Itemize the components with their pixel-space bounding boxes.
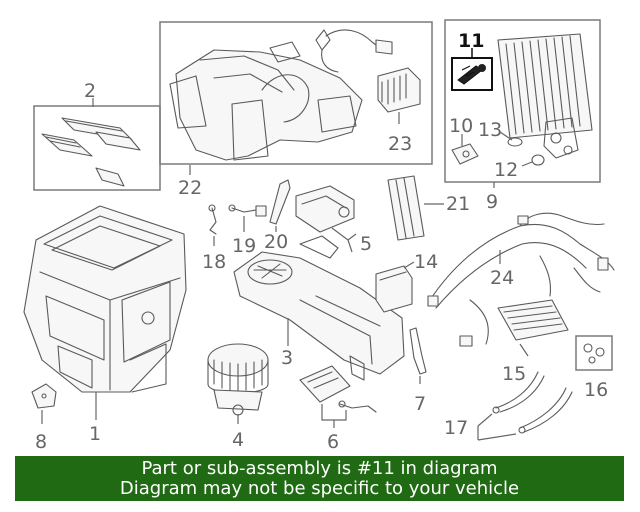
callout-11[interactable]: 11 (458, 30, 484, 52)
part-7-drain-tube (409, 327, 427, 375)
callout-21[interactable]: 21 (446, 193, 470, 215)
blower-resistor (377, 67, 421, 113)
upper-distribution-housing (169, 41, 363, 161)
callout-1[interactable]: 1 (89, 423, 101, 445)
callout-24[interactable]: 24 (490, 267, 514, 289)
callout-10[interactable]: 10 (449, 115, 473, 137)
evaporator-core (497, 33, 593, 159)
part-22-frame (159, 21, 433, 165)
callout-9[interactable]: 9 (486, 191, 498, 213)
expansion-valve-parts (451, 137, 545, 166)
callout-15[interactable]: 15 (502, 363, 526, 385)
part-21-filter (387, 175, 425, 241)
callout-22[interactable]: 22 (178, 177, 202, 199)
callout-2[interactable]: 2 (84, 80, 96, 102)
callout-20[interactable]: 20 (264, 231, 288, 253)
part-18-clip (208, 204, 217, 235)
callout-23[interactable]: 23 (388, 133, 412, 155)
callout-6[interactable]: 6 (327, 431, 339, 453)
part-16-frame (575, 335, 613, 371)
part-11-sensor (457, 64, 486, 85)
callout-19[interactable]: 19 (232, 235, 256, 257)
callout-4[interactable]: 4 (232, 429, 244, 451)
callout-3[interactable]: 3 (281, 347, 293, 369)
part-17-hoses (492, 371, 573, 434)
part-14-control-module (375, 265, 413, 313)
part-3-lower-housing (233, 251, 405, 381)
banner-line-2: Diagram may not be specific to your vehi… (119, 477, 520, 499)
cabin-filter-parts (41, 117, 141, 187)
part-1-hvac-housing (23, 205, 187, 393)
part-19-sensor (228, 204, 267, 217)
part-2-frame (33, 105, 161, 191)
part-8-seal (31, 383, 57, 409)
info-banner: Part or sub-assembly is #11 in diagram D… (15, 456, 624, 501)
callout-14[interactable]: 14 (414, 251, 438, 273)
callout-5[interactable]: 5 (360, 233, 372, 255)
callout-13[interactable]: 13 (478, 119, 502, 141)
callout-12[interactable]: 12 (494, 159, 518, 181)
wiring-with-connectors (315, 29, 393, 73)
banner-line-1: Part or sub-assembly is #11 in diagram (141, 457, 498, 479)
callout-18[interactable]: 18 (202, 251, 226, 273)
part-15-heater-core (497, 299, 569, 341)
part-9-frame (444, 19, 601, 183)
part-6-door-assembly (299, 365, 377, 413)
callout-8[interactable]: 8 (35, 431, 47, 453)
part-4-blower-motor (207, 343, 269, 416)
part-24-wiring-harness (427, 212, 615, 347)
callout-16[interactable]: 16 (584, 379, 608, 401)
part-20-actuator-rod (269, 179, 291, 225)
callout-7[interactable]: 7 (414, 393, 426, 415)
part-5-actuator (295, 185, 355, 259)
callout-17[interactable]: 17 (444, 417, 468, 439)
